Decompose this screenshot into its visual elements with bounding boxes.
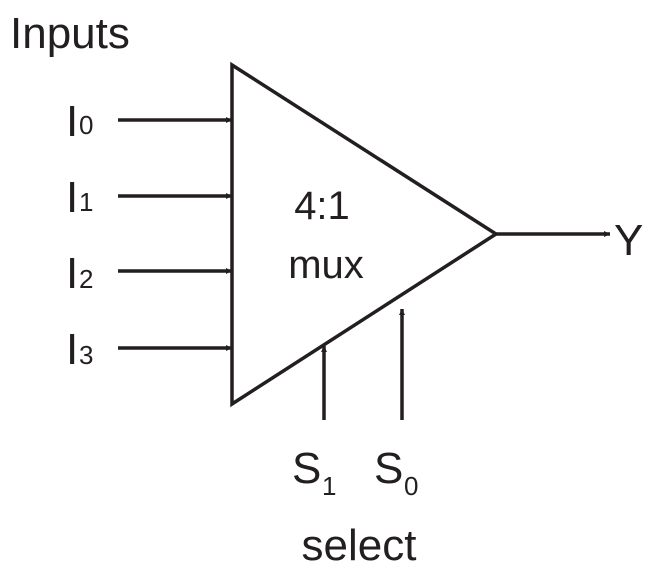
input-label-3: I 3 xyxy=(66,325,93,374)
input-label-0-sub: 0 xyxy=(79,110,93,140)
svg-text:1: 1 xyxy=(79,187,93,217)
mux-triangle xyxy=(230,61,500,408)
input-label-2: I 2 xyxy=(66,249,93,298)
svg-text:I: I xyxy=(66,325,78,374)
select-caption: select xyxy=(302,521,417,570)
input-label-0-base: I xyxy=(66,97,78,146)
select-label-s0-sub: 0 xyxy=(404,471,418,501)
select-label-s1-base: S xyxy=(292,444,321,493)
select-label-s0: S 0 xyxy=(374,444,418,501)
inputs-title: Inputs xyxy=(10,9,130,58)
input-label-0: I 0 xyxy=(66,97,93,146)
select-label-s1: S 1 xyxy=(292,444,336,501)
input-label-3-sub: 3 xyxy=(79,340,93,370)
input-label-1-base: I xyxy=(66,173,78,222)
input-label-1: I 1 xyxy=(66,173,93,222)
mux-name-label: mux xyxy=(288,243,364,287)
svg-text:3: 3 xyxy=(79,340,93,370)
input-label-3-base: I xyxy=(66,325,78,374)
input-label-2-base: I xyxy=(66,249,78,298)
select-label-s0-base: S xyxy=(374,444,403,493)
svg-text:S: S xyxy=(374,444,403,493)
svg-text:0: 0 xyxy=(79,110,93,140)
select-label-s1-sub: 1 xyxy=(322,471,336,501)
svg-text:I: I xyxy=(66,249,78,298)
svg-text:1: 1 xyxy=(322,471,336,501)
output-label: Y xyxy=(614,216,643,265)
svg-text:I: I xyxy=(66,173,78,222)
svg-text:2: 2 xyxy=(79,264,93,294)
svg-text:I: I xyxy=(66,97,78,146)
svg-text:S: S xyxy=(292,444,321,493)
input-label-2-sub: 2 xyxy=(79,264,93,294)
input-label-1-sub: 1 xyxy=(79,187,93,217)
mux-ratio-label: 4:1 xyxy=(294,184,350,228)
svg-text:0: 0 xyxy=(404,471,418,501)
